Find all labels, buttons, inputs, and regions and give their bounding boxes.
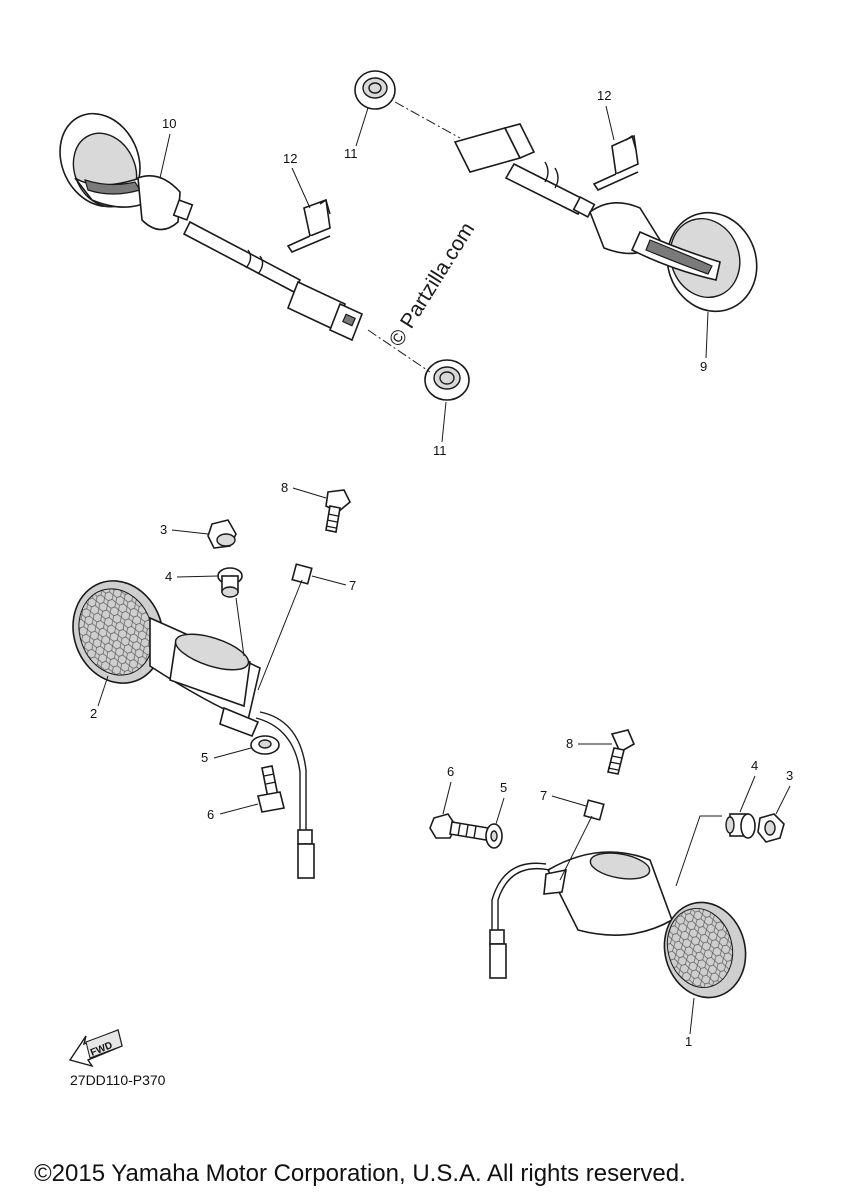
callout-12-right: 12: [597, 88, 611, 103]
turn-signal-rear-left: [72, 580, 315, 879]
bolt-8-left: [325, 489, 351, 533]
callout-7-right: 7: [540, 788, 547, 803]
watermark-text: © Partzilla.com: [385, 218, 479, 350]
fwd-arrow-icon: FWD: [68, 1029, 123, 1068]
callout-3-right: 3: [786, 768, 793, 783]
nut-3-right: [757, 813, 785, 843]
callout-6-left: 6: [207, 807, 214, 822]
callouts: 10 12 11 12 9 11 8 3 4 7 2 5 6 8 6 5 7: [90, 88, 793, 1049]
grommet-11-upper: [354, 70, 396, 110]
clip-12-left: [286, 198, 331, 253]
callout-12-left: 12: [283, 151, 297, 166]
callout-2: 2: [90, 706, 97, 721]
turn-signal-front-right: [453, 123, 758, 313]
turn-signal-rear-right: [489, 851, 747, 999]
clip-12-right: [592, 134, 639, 192]
grommet-11-lower: [424, 359, 470, 401]
spacer-4-left: [217, 567, 243, 598]
collar-7-right: [583, 799, 605, 821]
callout-4-right: 4: [751, 758, 758, 773]
diagram-code: 27DD110-P370: [70, 1072, 166, 1088]
spacer-4-right: [725, 813, 756, 839]
washer-5-left: [250, 735, 280, 755]
callout-1: 1: [685, 1034, 692, 1049]
callout-11-upper: 11: [344, 146, 358, 161]
callout-9: 9: [700, 359, 707, 374]
callout-8-right: 8: [566, 736, 573, 751]
callout-5-left: 5: [201, 750, 208, 765]
bolt-8-right: [607, 729, 636, 775]
nut-3-left: [207, 519, 237, 549]
bolt-6-left: [257, 765, 285, 813]
collar-7-left: [291, 563, 313, 585]
copyright-notice: ©2015 Yamaha Motor Corporation, U.S.A. A…: [34, 1160, 686, 1187]
washer-5-right: [485, 823, 503, 849]
callout-4-left: 4: [165, 569, 172, 584]
callout-7-left: 7: [349, 578, 356, 593]
callout-5-right: 5: [500, 780, 507, 795]
callout-8-left: 8: [281, 480, 288, 495]
callout-6-right: 6: [447, 764, 454, 779]
bolt-6-right: [429, 813, 489, 841]
turn-signal-front-left: [59, 112, 364, 342]
callout-10: 10: [162, 116, 176, 131]
callout-3-left: 3: [160, 522, 167, 537]
callout-11-lower: 11: [433, 443, 447, 458]
